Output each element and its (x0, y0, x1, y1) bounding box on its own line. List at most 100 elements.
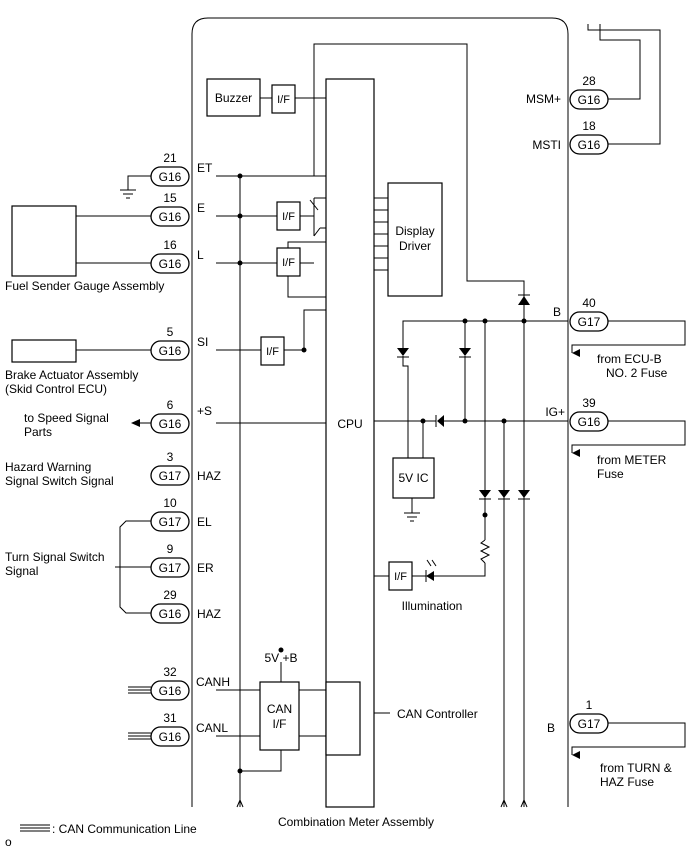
connector-signal: L (197, 248, 204, 262)
corner-mark: o (5, 835, 12, 849)
diodes (397, 294, 530, 500)
connector-pin-number: 3 (167, 450, 174, 464)
connector-pin-number: 9 (167, 542, 174, 556)
five-v-ic-block (392, 457, 435, 499)
brake-actuator-label-line1: Brake Actuator Assembly (5, 368, 138, 382)
connector-pin-number: 32 (163, 665, 177, 679)
fuel-sender-gauge-box (11, 205, 77, 277)
connector-code: G17 (578, 315, 601, 329)
connector-code: G17 (578, 717, 601, 731)
speed-signal-label-line2: Parts (24, 425, 52, 439)
buzzer-label: Buzzer (215, 91, 252, 105)
connector-signal: EL (197, 515, 212, 529)
illumination-label: Illumination (402, 599, 463, 613)
can-interface-label-line1: CAN (267, 702, 292, 716)
turn-haz-fuse-label-line1: from TURN & (600, 761, 672, 775)
ecu-b-fuse-label-line1: from ECU-B (597, 352, 662, 366)
connector-signal: +S (197, 404, 212, 418)
connector-pin (150, 166, 190, 187)
connector-pin-number: 18 (582, 119, 596, 133)
ecu-b-fuse-label-line2: NO. 2 Fuse (606, 366, 668, 380)
left-connectors: 21 G16 ET 15 G16 E 16 G16 L 5 G16 SI 6 G… (150, 151, 230, 747)
can-interface-block (259, 681, 300, 751)
connector-code: G16 (159, 257, 182, 271)
cpu-label: CPU (337, 417, 362, 431)
connector-signal: B (547, 721, 555, 735)
diode-lower-3 (518, 490, 530, 500)
connector-code: G16 (159, 170, 182, 184)
connector-pin-number: 31 (163, 711, 177, 725)
diode-b-mid (459, 348, 471, 358)
connector-code: G17 (159, 469, 182, 483)
connector-signal: ER (197, 561, 214, 575)
junction-dots (237, 173, 527, 774)
meter-fuse-label-line1: from METER (597, 453, 667, 467)
connector-signal: MSTI (532, 138, 561, 152)
diode-lower-2 (498, 490, 510, 500)
can-controller-label: CAN Controller (397, 707, 478, 721)
connector-pin-number: 16 (163, 238, 177, 252)
hazard-switch-label-line1: Hazard Warning (5, 460, 91, 474)
meter-fuse-label-line2: Fuse (597, 467, 624, 481)
connector-code: G16 (159, 607, 182, 621)
connector-code: G16 (159, 344, 182, 358)
connector-pin-number: 29 (163, 588, 177, 602)
connector-signal: E (197, 201, 205, 215)
connector-signal: ET (197, 161, 213, 175)
fuel-e-interface-label: I/F (282, 211, 295, 223)
buzzer-block (206, 78, 261, 117)
diode-ig (435, 415, 444, 427)
turn-haz-fuse-label-line2: HAZ Fuse (600, 775, 654, 789)
turn-switch-label-line1: Turn Signal Switch (5, 550, 105, 564)
connector-signal: HAZ (197, 469, 221, 483)
connector-pin-number: 39 (582, 396, 596, 410)
five-v-ic-label: 5V IC (398, 471, 428, 485)
connector-code: G16 (578, 93, 601, 107)
connector-pin (150, 465, 190, 486)
connector-signal: HAZ (197, 607, 221, 621)
si-interface-block (260, 336, 285, 366)
connector-signal: MSM+ (526, 92, 561, 106)
internal-wiring (120, 43, 568, 808)
connector-signal: CANL (196, 721, 228, 735)
fuel-l-interface-label: I/F (282, 257, 295, 269)
turn-switch-label-line2: Signal (5, 564, 38, 578)
connector-pin-number: 10 (163, 496, 177, 510)
can-controller-block (325, 681, 361, 756)
illumination-interface-block (388, 561, 413, 591)
connector-code: G17 (159, 515, 182, 529)
signal-arrows (131, 349, 580, 759)
can-interface-label-line2: I/F (273, 717, 287, 731)
brake-actuator-label-line2: (Skid Control ECU) (5, 382, 107, 396)
diode-lower-1 (479, 490, 491, 500)
fuel-l-interface-block (276, 247, 301, 277)
connector-signal: B (553, 305, 561, 319)
connector-code: G16 (578, 138, 601, 152)
connector-code: G16 (578, 415, 601, 429)
display-driver-block (387, 182, 443, 297)
illumination-interface-label: I/F (394, 571, 407, 583)
illumination-led (425, 559, 440, 582)
display-driver-label-line2: Driver (399, 239, 431, 253)
turn-haz-fuse-arrow (572, 751, 580, 759)
connector-signal: IG+ (545, 405, 565, 419)
connector-signal: SI (197, 335, 208, 349)
connector-pin-number: 5 (167, 325, 174, 339)
external-wiring (76, 24, 686, 755)
display-driver-label-line1: Display (395, 224, 434, 238)
connector-code: G16 (159, 210, 182, 224)
connector-code: G17 (159, 561, 182, 575)
hazard-switch-label-line2: Signal Switch Signal (5, 474, 114, 488)
can-legend: : CAN Communication Line (20, 822, 197, 836)
connector-signal: CANH (196, 675, 230, 689)
connector-pin-number: 15 (163, 191, 177, 205)
illumination-resistor (479, 539, 491, 564)
fuel-e-interface-block (276, 201, 301, 231)
connector-code: G16 (159, 684, 182, 698)
connector-pin-number: 1 (586, 698, 593, 712)
connector-pin-number: 6 (167, 398, 174, 412)
can-supply-label: 5V +B (264, 651, 297, 665)
ecu-b-fuse-arrow (572, 349, 580, 357)
can-legend-label: : CAN Communication Line (52, 822, 197, 836)
si-interface-label: I/F (266, 346, 279, 358)
